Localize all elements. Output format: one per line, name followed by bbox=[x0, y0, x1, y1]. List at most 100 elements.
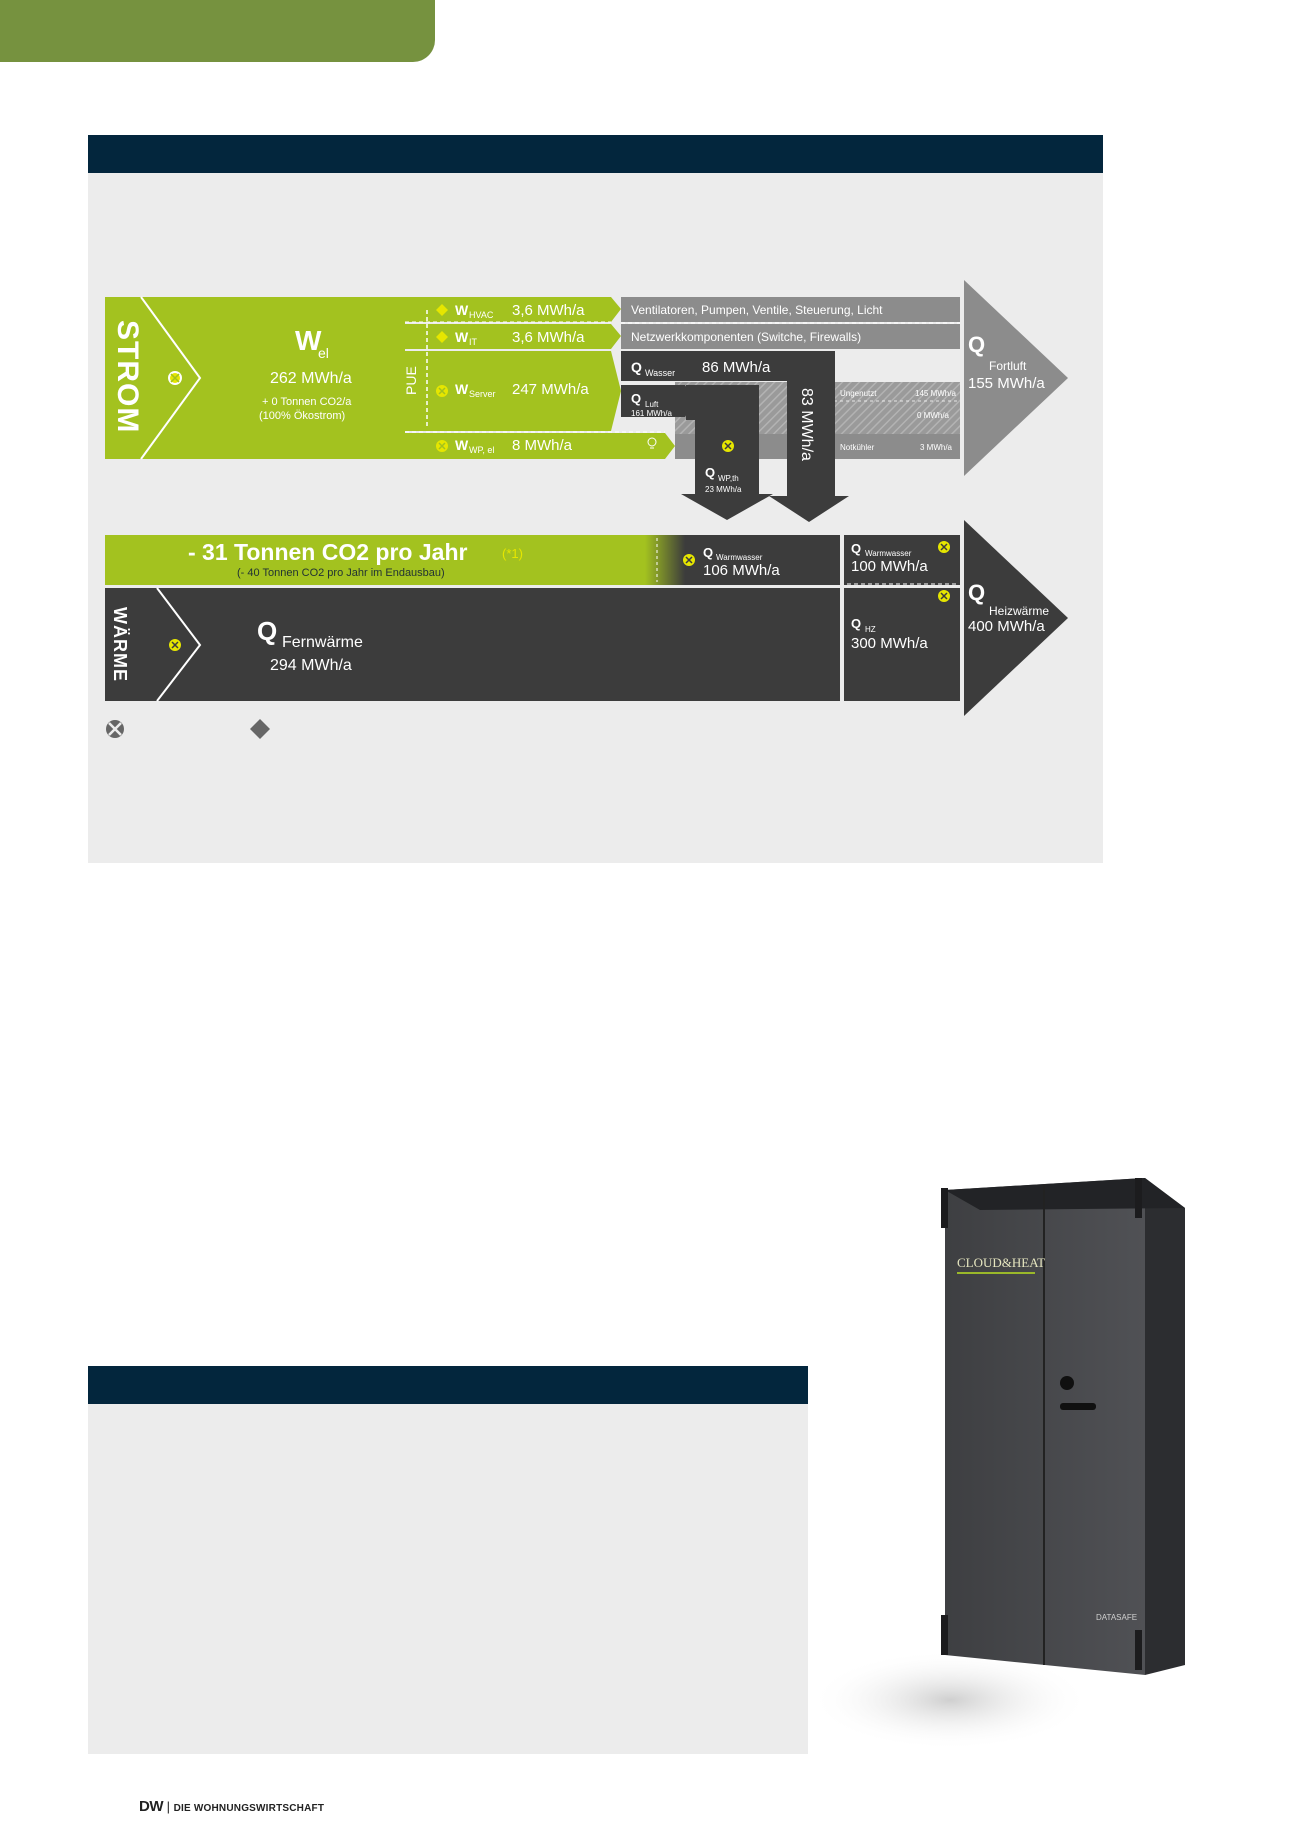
footer: DW | DIE WOHNUNGSWIRTSCHAFT bbox=[139, 1798, 324, 1815]
q-heizwaerme-value: 400 MWh/a bbox=[968, 618, 1045, 635]
wel-sub: el bbox=[318, 345, 329, 361]
q-heizwaerme-sub: Heizwärme bbox=[989, 604, 1049, 618]
w-hvac-value: 3,6 MWh/a bbox=[512, 302, 585, 319]
ungenutzt-value: 145 MWh/a bbox=[915, 389, 956, 398]
w-it-tip bbox=[611, 324, 621, 349]
door-handle bbox=[1060, 1403, 1096, 1410]
q-fernwaerme-sub: Fernwärme bbox=[282, 634, 363, 651]
cabinet-side bbox=[1145, 1178, 1185, 1675]
w-wp-symbol: W bbox=[455, 437, 469, 453]
vertical-flow-arrow bbox=[769, 351, 849, 522]
q-luft-symbol: Q bbox=[631, 391, 641, 406]
waerme-block bbox=[105, 588, 840, 701]
q-fernwaerme-value: 294 MWh/a bbox=[270, 657, 352, 674]
w-wp-sub: WP, el bbox=[469, 445, 494, 455]
q-warmwasser-out-symbol: Q bbox=[851, 541, 861, 556]
warmwasser-in-band bbox=[685, 535, 840, 585]
pue-label: PUE bbox=[403, 366, 419, 395]
footer-dw: DW bbox=[139, 1798, 164, 1815]
waerme-chevron bbox=[156, 587, 202, 702]
w-server-value: 247 MWh/a bbox=[512, 381, 589, 398]
pump-icon bbox=[722, 440, 734, 452]
hvac-gray-band bbox=[621, 297, 960, 322]
hinge bbox=[941, 1615, 948, 1655]
q-hz-sub: HZ bbox=[865, 625, 876, 634]
server-cabinet-image: CLOUD&HEAT DATASAFE bbox=[820, 1178, 1185, 1750]
lock-icon bbox=[1060, 1376, 1074, 1390]
co2-band bbox=[105, 535, 645, 585]
cabinet-top bbox=[945, 1178, 1185, 1210]
footer-title: DIE WOHNUNGSWIRTSCHAFT bbox=[173, 1803, 325, 1814]
diamond-icon bbox=[436, 331, 448, 343]
q-warmwasser-in-sub: Warmwasser bbox=[716, 553, 763, 562]
q-hz-value: 300 MWh/a bbox=[851, 635, 928, 652]
cabinet-brand-underline bbox=[957, 1272, 1035, 1274]
w-it-sub: IT bbox=[469, 337, 478, 347]
figure-panel bbox=[88, 173, 1103, 863]
hinge bbox=[941, 1188, 948, 1228]
strom-block bbox=[105, 297, 405, 459]
wel-value: 262 MWh/a bbox=[270, 370, 352, 387]
w-wp-value: 8 MWh/a bbox=[512, 437, 573, 454]
q-wasser-value: 86 MWh/a bbox=[702, 359, 771, 376]
q-wpth-sub: WP,th bbox=[718, 474, 739, 483]
hinge bbox=[1135, 1178, 1142, 1218]
diamond-icon bbox=[250, 719, 270, 739]
co2-ref: (*1) bbox=[502, 546, 523, 561]
footer-separator: | bbox=[166, 1799, 171, 1814]
q-wpth-symbol: Q bbox=[705, 465, 715, 480]
hinge bbox=[1135, 1630, 1142, 1670]
q-luft-sub: Luft bbox=[645, 400, 659, 409]
wel-symbol: W bbox=[295, 325, 322, 356]
waerme-label: WÄRME bbox=[110, 607, 130, 682]
w-hvac-desc: Ventilatoren, Pumpen, Ventile, Steuerung… bbox=[631, 303, 883, 317]
w-wp-band bbox=[405, 433, 665, 459]
pump-icon bbox=[436, 385, 448, 397]
infobox-panel bbox=[88, 1404, 808, 1754]
cabinet-brand: CLOUD&HEAT bbox=[957, 1255, 1045, 1270]
pump-icon bbox=[938, 590, 950, 602]
cabinet-shadow bbox=[820, 1650, 1090, 1750]
pump-icon bbox=[436, 440, 448, 452]
q-wpth-arrow bbox=[681, 385, 773, 520]
q-luft-arrow bbox=[621, 385, 695, 417]
zero-value: 0 MWh/a bbox=[917, 411, 950, 420]
w-server-tip bbox=[611, 351, 621, 431]
co2-fade bbox=[645, 535, 685, 585]
infobox-header-bar bbox=[88, 1366, 808, 1404]
w-it-value: 3,6 MWh/a bbox=[512, 329, 585, 346]
w-server-sub: Server bbox=[469, 389, 496, 399]
w-hvac-tip bbox=[611, 297, 621, 322]
q-luft-value: 161 MWh/a bbox=[631, 409, 672, 418]
q-hz-symbol: Q bbox=[851, 616, 861, 631]
energy-flow-diagram: STROM W el 262 MWh/a + 0 Tonnen CO2/a (1… bbox=[105, 280, 1068, 739]
co2-sub: (- 40 Tonnen CO2 pro Jahr im Endausbau) bbox=[237, 567, 445, 579]
q-fortluft-value: 155 MWh/a bbox=[968, 375, 1045, 392]
vertical-flow-value: 83 MWh/a bbox=[798, 388, 815, 461]
hz-block bbox=[844, 588, 960, 701]
w-hvac-symbol: W bbox=[455, 302, 469, 318]
q-fortluft-sub: Fortluft bbox=[989, 359, 1027, 373]
w-hvac-sub: HVAC bbox=[469, 310, 494, 320]
w-wp-tip bbox=[665, 433, 675, 459]
q-wasser-sub: Wasser bbox=[645, 368, 675, 378]
pump-icon bbox=[683, 554, 695, 566]
co2-main: - 31 Tonnen CO2 pro Jahr bbox=[188, 539, 467, 565]
heizwaerme-arrow bbox=[964, 520, 1068, 716]
q-fortluft-symbol: Q bbox=[968, 332, 985, 357]
wel-note2: (100% Ökostrom) bbox=[259, 410, 345, 422]
notkuehler-value: 3 MWh/a bbox=[920, 443, 953, 452]
strom-chevron bbox=[140, 296, 202, 460]
bulb-icon bbox=[647, 437, 657, 449]
notkuehler-label: Notkühler bbox=[840, 443, 875, 452]
q-wasser-symbol: Q bbox=[631, 359, 642, 375]
w-server-symbol: W bbox=[455, 381, 469, 397]
q-wpth-value: 23 MWh/a bbox=[705, 485, 742, 494]
q-warmwasser-out-value: 100 MWh/a bbox=[851, 558, 928, 575]
pump-icon bbox=[106, 720, 124, 738]
w-it-desc: Netzwerkkomponenten (Switche, Firewalls) bbox=[631, 330, 861, 344]
q-warmwasser-in-symbol: Q bbox=[703, 545, 713, 560]
pump-icon bbox=[169, 639, 181, 651]
wel-note1: + 0 Tonnen CO2/a bbox=[262, 396, 352, 408]
w-it-symbol: W bbox=[455, 329, 469, 345]
